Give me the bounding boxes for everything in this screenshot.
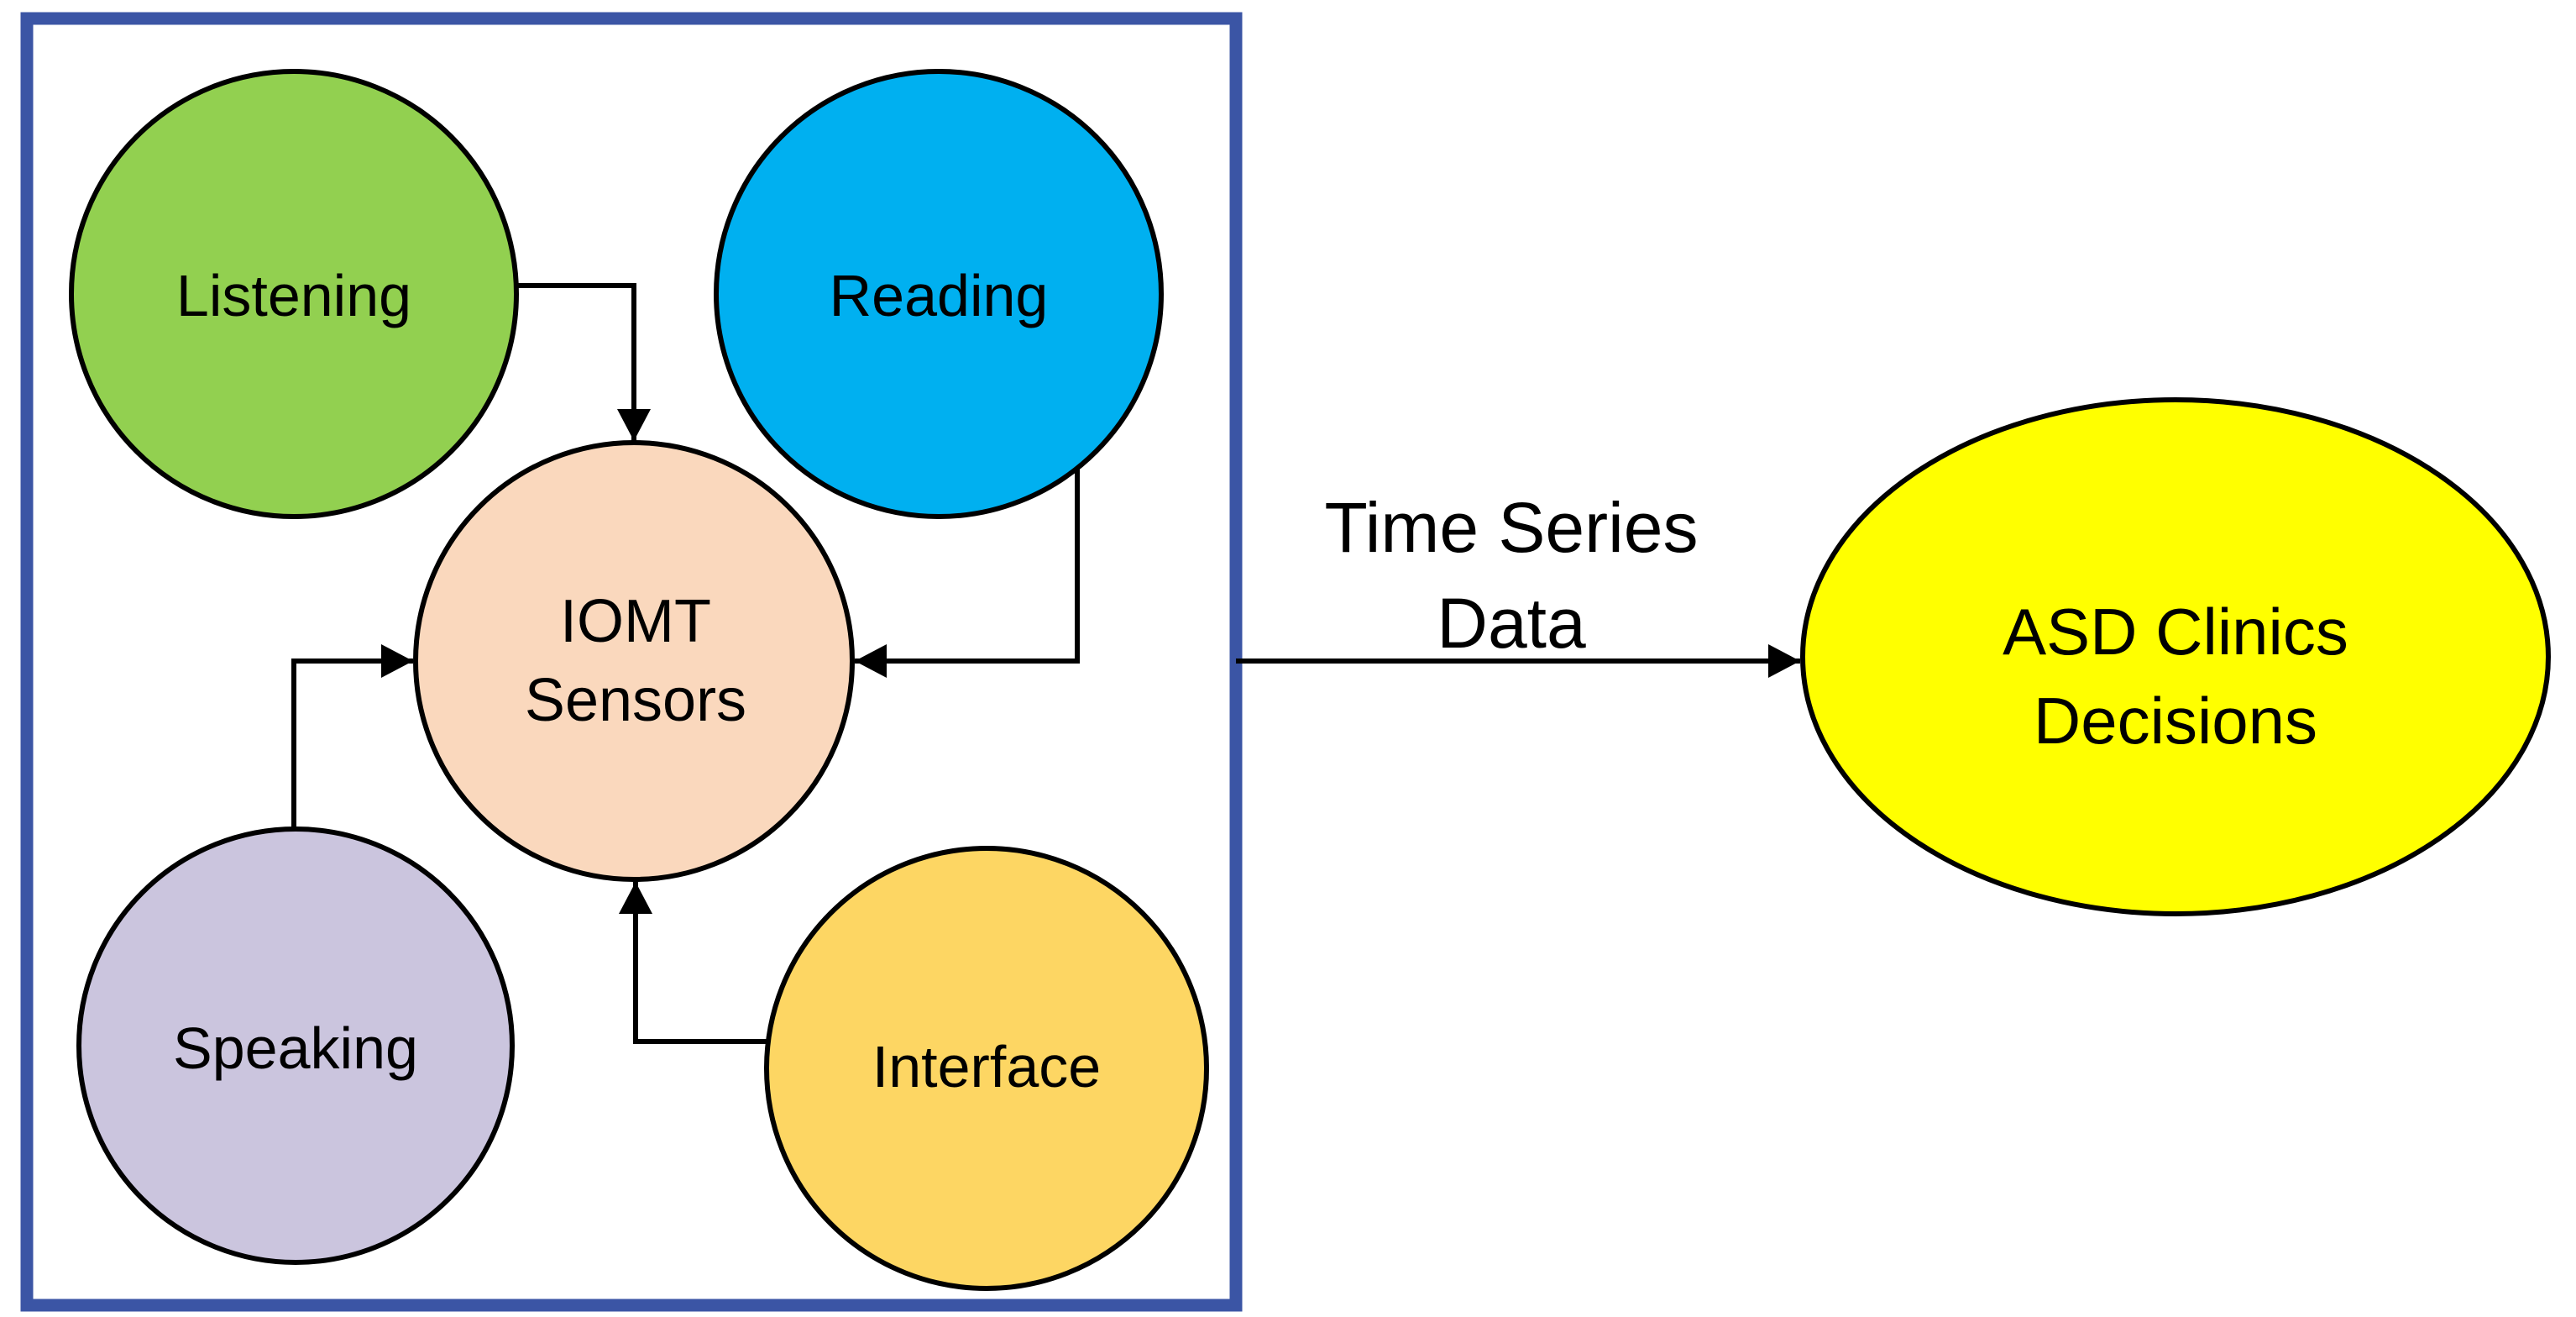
decision-label-line1: ASD Clinics <box>2003 595 2348 669</box>
speaking-circle <box>76 826 515 1265</box>
listening-circle <box>69 69 519 519</box>
edge-interface-to-iomt <box>619 882 767 1044</box>
listening-label: Listening <box>176 263 411 328</box>
interface-label: Interface <box>872 1034 1101 1099</box>
reading-circle <box>714 69 1164 519</box>
flow-label-line1: Time Series <box>1325 488 1699 567</box>
decision-ellipse <box>1800 397 2551 916</box>
node-reading: Reading <box>714 69 1164 519</box>
interface-circle <box>764 846 1209 1291</box>
reading-label: Reading <box>830 263 1049 328</box>
decision-label-line2: Decisions <box>2034 684 2317 758</box>
node-speaking: Speaking <box>76 826 515 1265</box>
edge-listening-to-iomt <box>508 283 651 441</box>
flow-label-line2: Data <box>1437 584 1586 663</box>
iomt-label-line2: Sensors <box>525 667 746 734</box>
edge-reading-to-iomt <box>855 468 1080 678</box>
iomt-label-line1: IOMT <box>560 588 711 655</box>
edge-speaking-to-iomt <box>291 644 413 832</box>
node-listening: Listening <box>69 69 519 519</box>
edges-group <box>291 283 1080 1044</box>
flow-group: Time Series Data <box>1236 488 1800 678</box>
node-iomt-sensors: IOMT Sensors <box>413 440 855 882</box>
node-interface: Interface <box>764 846 1209 1291</box>
iomt-sensors-circle <box>413 440 855 882</box>
speaking-label: Speaking <box>173 1015 418 1081</box>
node-asd-clinics-decisions: ASD Clinics Decisions <box>1800 397 2551 916</box>
